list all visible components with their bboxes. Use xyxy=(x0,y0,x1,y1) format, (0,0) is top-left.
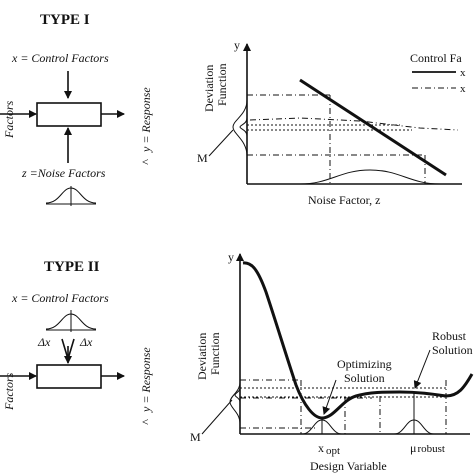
type1-legend-entry-1: x xyxy=(460,67,466,79)
type2-robust-label: μrobust xyxy=(410,441,445,455)
type1-ylabel-line2: Function xyxy=(215,63,229,106)
type1-control-label: x = Control Factors xyxy=(11,51,109,65)
type2-robust-arrow xyxy=(413,349,431,389)
type1-noise-distribution-icon xyxy=(45,186,97,206)
type1-response-distribution-wide xyxy=(232,99,248,157)
type2-plot: y Deviation Function M Optimizing Soluti… xyxy=(190,250,474,473)
type2-xopt-main: x xyxy=(318,441,324,455)
type2-title: TYPE II xyxy=(44,259,100,275)
type2-control-label: x = Control Factors xyxy=(11,291,109,305)
type2-marker-label: M xyxy=(190,430,201,444)
type1-block-diagram: TYPE I x = Control Factors Factors z =No… xyxy=(0,12,153,206)
type2-xopt-sub: opt xyxy=(326,445,340,457)
type1-y-axis-letter: y xyxy=(234,38,240,52)
type1-response-distribution-narrow xyxy=(239,117,248,137)
type2-ylabel-line1: Deviation xyxy=(195,333,209,380)
type2-ylabel-line2: Function xyxy=(208,332,222,375)
type2-robust-distribution xyxy=(393,419,435,435)
type2-optimizing-arrow xyxy=(322,379,337,415)
type1-noise-label: z =Noise Factors xyxy=(21,166,106,180)
type2-robust-line1: Robust xyxy=(432,329,467,343)
type1-marker-label: M xyxy=(197,151,208,165)
type2-response-label: y = Response xyxy=(139,347,153,413)
type2-response-hat: ^ xyxy=(139,419,153,425)
type1-marker-leader xyxy=(208,129,234,157)
type1-left-edge-label: Factors xyxy=(2,100,16,139)
type2-xopt-distribution xyxy=(301,419,343,435)
type1-plot: y Deviation Function Control Fa x x M No… xyxy=(197,38,466,207)
type1-legend-entry-2: x xyxy=(460,83,466,95)
type1-steep-response-line xyxy=(299,78,447,177)
type2-left-edge-label: Factors xyxy=(2,372,16,411)
type1-title: TYPE I xyxy=(40,12,90,28)
type1-ylabel-line1: Deviation xyxy=(202,65,216,112)
type2-xlabel: Design Variable xyxy=(310,459,387,473)
type2-block-diagram: TYPE II x = Control Factors Δx Δx Factor… xyxy=(0,259,153,425)
type2-delta-arrow-left xyxy=(61,338,69,360)
type2-mu-main: μ xyxy=(410,441,416,455)
type2-control-distribution-icon xyxy=(45,310,97,332)
type1-process-box xyxy=(36,102,102,127)
type2-y-axis-letter: y xyxy=(228,250,234,264)
type2-process-box xyxy=(36,364,102,389)
type2-robust-line2: Solution xyxy=(432,343,473,357)
type2-delta-left: Δx xyxy=(37,335,51,349)
type2-response-curve xyxy=(242,261,474,420)
type2-optimizing-line1: Optimizing xyxy=(337,357,392,371)
type1-legend-title: Control Fa xyxy=(410,51,462,65)
type1-flat-response-line xyxy=(249,117,459,131)
type2-optimizing-line2: Solution xyxy=(344,371,385,385)
type2-marker-leader xyxy=(201,399,233,435)
type2-mu-sub: robust xyxy=(417,443,445,455)
type2-response-distribution-wide xyxy=(229,381,241,425)
type2-delta-arrow-right xyxy=(67,338,75,360)
type2-delta-right: Δx xyxy=(79,335,93,349)
type1-xlabel: Noise Factor, z xyxy=(308,193,381,207)
type2-response-distribution-narrow xyxy=(234,387,241,403)
type1-response-label: y = Response xyxy=(139,87,153,153)
type1-noise-distribution xyxy=(299,169,441,185)
type1-response-hat: ^ xyxy=(139,159,153,165)
